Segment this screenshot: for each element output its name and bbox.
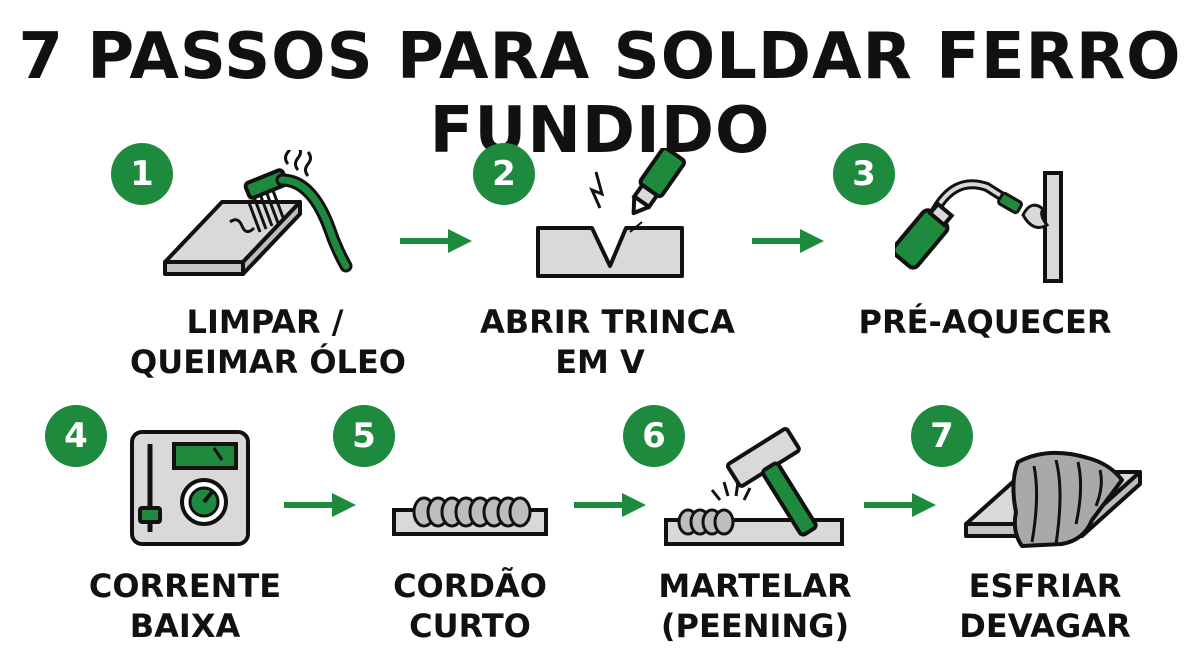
arrow-4-5-icon — [284, 493, 356, 517]
welding-machine-icon — [130, 430, 250, 546]
step-5-badge: 5 — [333, 405, 395, 467]
step-6-badge: 6 — [623, 405, 685, 467]
short-bead-icon — [392, 496, 548, 536]
step-1-badge: 1 — [111, 143, 173, 205]
arrow-6-7-icon — [864, 493, 936, 517]
step-4-badge: 4 — [45, 405, 107, 467]
torch-icon — [895, 171, 1063, 283]
step-3-badge: 3 — [833, 143, 895, 205]
page-title: 7 PASSOS PARA SOLDAR FERRO FUNDIDO — [18, 20, 1182, 168]
wire-brush-icon — [163, 150, 353, 276]
step-3-label: PRÉ-AQUECER — [858, 303, 1112, 341]
step-6-label: MARTELAR(PEENING) — [658, 567, 852, 645]
v-groove-grinder-icon — [536, 148, 686, 278]
arrow-5-6-icon — [574, 493, 646, 517]
slow-cool-blanket-icon — [964, 450, 1142, 548]
step-1-label: LIMPAR /QUEIMAR ÓLEO — [130, 303, 406, 381]
arrow-2-3-icon — [752, 229, 824, 253]
hammer-icon — [664, 427, 844, 546]
step-7-badge: 7 — [911, 405, 973, 467]
step-2-badge: 2 — [473, 143, 535, 205]
arrow-1-2-icon — [400, 229, 472, 253]
